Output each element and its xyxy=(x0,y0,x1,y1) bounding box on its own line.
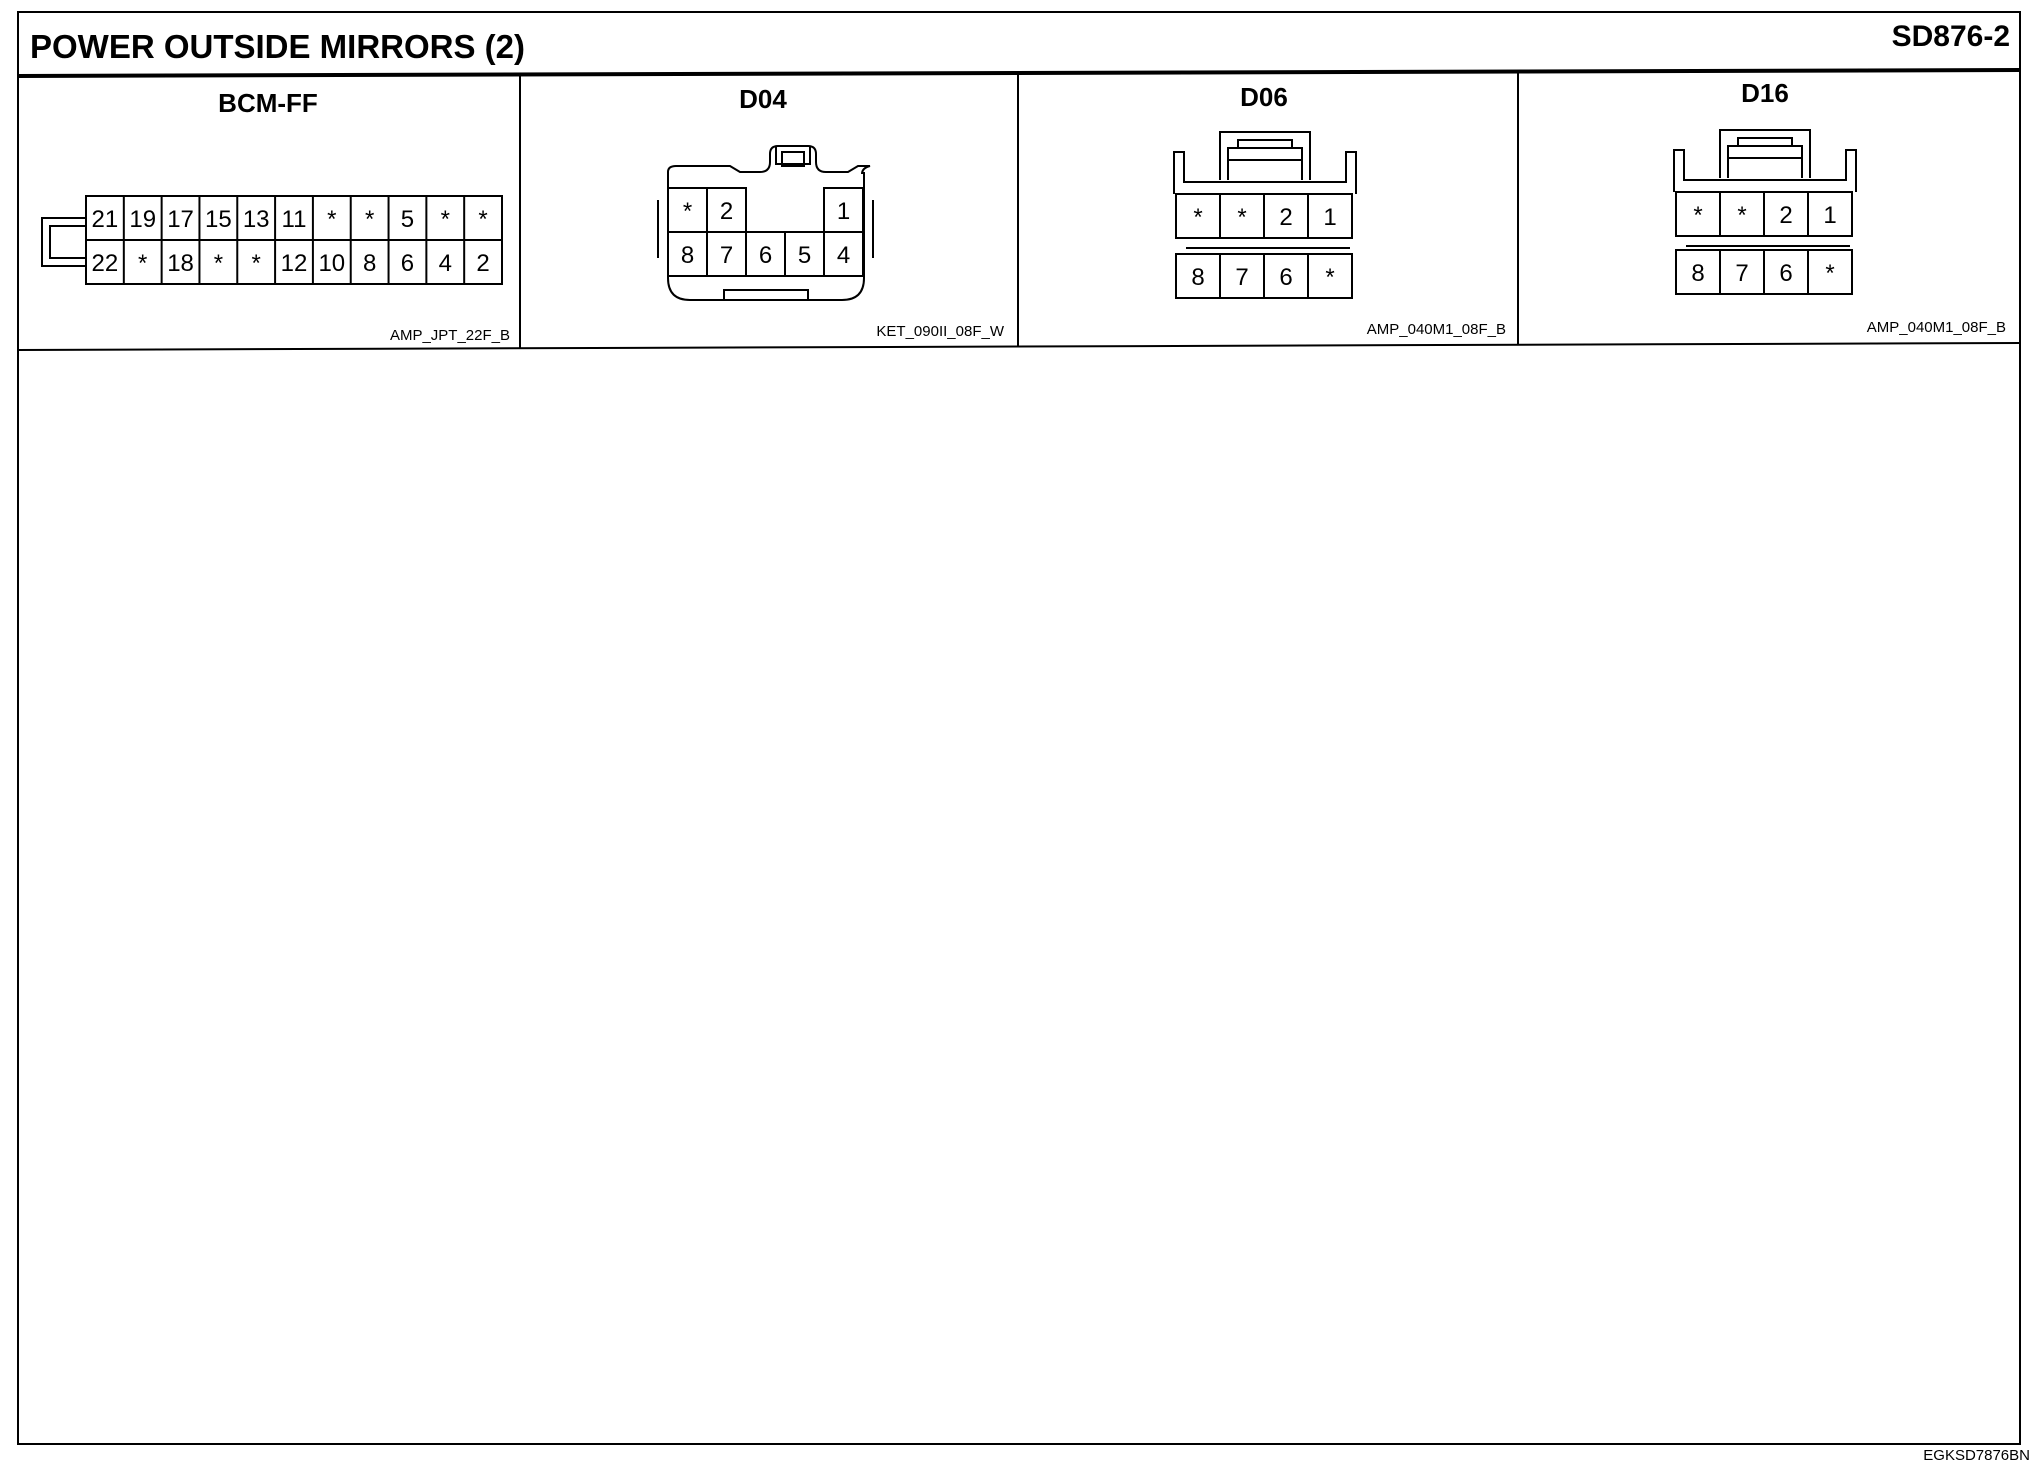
pin-number: 2 xyxy=(476,250,489,277)
page-title: POWER OUTSIDE MIRRORS (2) xyxy=(30,28,525,65)
pin-number: 15 xyxy=(205,206,232,233)
pin-number: 6 xyxy=(759,242,772,269)
pin-number: 2 xyxy=(1779,202,1792,229)
pin-number: 1 xyxy=(1823,202,1836,229)
connector-part-number: AMP_040M1_08F_B xyxy=(1367,321,1506,338)
pin-number: 5 xyxy=(401,206,414,233)
pin-number: 7 xyxy=(1735,260,1748,287)
connector-part-number: AMP_040M1_08F_B xyxy=(1867,319,2006,336)
header-divider xyxy=(17,68,2021,78)
pin-number: 1 xyxy=(837,198,850,225)
pin-number: 19 xyxy=(129,206,156,233)
pin-number: 13 xyxy=(243,206,270,233)
pin-empty: * xyxy=(1193,204,1202,231)
pin-empty: * xyxy=(478,206,487,233)
page-border xyxy=(17,11,2021,1445)
pin-number: 21 xyxy=(92,206,119,233)
pin-empty: * xyxy=(327,206,336,233)
pin-number: 5 xyxy=(798,242,811,269)
pin-number: 17 xyxy=(167,206,194,233)
pin-number: 6 xyxy=(401,250,414,277)
pin-empty: * xyxy=(1737,202,1746,229)
connector-name: D06 xyxy=(1240,82,1288,112)
connector-part-number: AMP_JPT_22F_B xyxy=(390,327,510,344)
pin-empty: * xyxy=(441,206,450,233)
connector-name: BCM-FF xyxy=(218,88,318,118)
pin-number: 2 xyxy=(1279,204,1292,231)
pin-number: 6 xyxy=(1779,260,1792,287)
connector-d16: D16 * * 2 1 8 7 6 * AMP_040M1_08F_B xyxy=(1673,78,2006,336)
connector-housing xyxy=(667,145,871,175)
pin-empty: * xyxy=(214,250,223,277)
connector-name: D16 xyxy=(1741,78,1789,108)
connector-tab xyxy=(775,146,811,165)
pin-number: 2 xyxy=(720,198,733,225)
pin-empty: * xyxy=(1237,204,1246,231)
connector-part-number: KET_090II_08F_W xyxy=(876,323,1004,340)
pin-number: 6 xyxy=(1279,264,1292,291)
pin-number: 8 xyxy=(681,242,694,269)
pin-number: 8 xyxy=(363,250,376,277)
pin-number: 11 xyxy=(282,206,307,233)
pin-cell xyxy=(1307,253,1353,299)
pin-cell xyxy=(1807,249,1853,295)
pin-number: 8 xyxy=(1691,260,1704,287)
pin-cell xyxy=(1307,193,1353,239)
diagram-code: SD876-2 xyxy=(1892,20,2010,53)
pin-number: 7 xyxy=(1235,264,1248,291)
pin-empty: * xyxy=(365,206,374,233)
pin-empty: * xyxy=(138,250,147,277)
connector-name: D04 xyxy=(739,84,787,114)
pin-empty: * xyxy=(252,250,261,277)
pin-number: 4 xyxy=(439,250,452,277)
connector-d06: D06 * * 2 1 8 7 6 * AMP_040M1_08F_B xyxy=(1173,82,1506,338)
pin-number: 10 xyxy=(318,250,345,277)
connector-row-divider xyxy=(17,342,2021,351)
pin-number: 12 xyxy=(281,250,308,277)
footer-code: EGKSD7876BN xyxy=(1923,1447,2030,1464)
connector-lock xyxy=(1719,129,1811,178)
pin-number: 7 xyxy=(720,242,733,269)
pin-empty: * xyxy=(1825,260,1834,287)
pin-cell xyxy=(823,231,864,277)
pin-empty: * xyxy=(1693,202,1702,229)
connector-latch xyxy=(41,217,86,267)
pin-empty: * xyxy=(1325,264,1334,291)
pin-number: 22 xyxy=(92,250,119,277)
connector-lock xyxy=(1219,131,1311,180)
pin-number: 1 xyxy=(1323,204,1336,231)
pin-number: 18 xyxy=(167,250,194,277)
pin-number: 4 xyxy=(837,242,850,269)
pin-cell xyxy=(1807,191,1853,237)
pin-empty: * xyxy=(683,198,692,225)
pin-number: 8 xyxy=(1191,264,1204,291)
